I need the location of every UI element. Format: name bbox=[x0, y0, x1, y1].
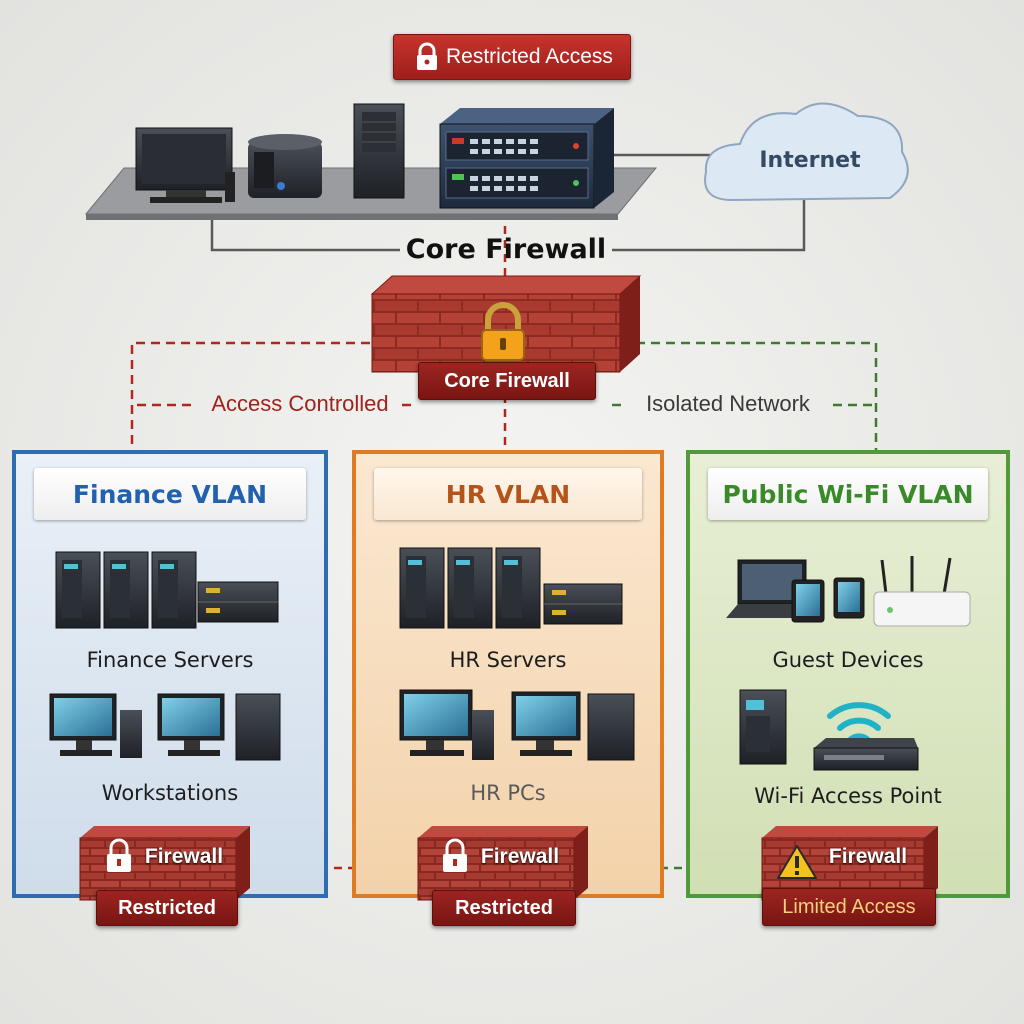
restricted-access-label: Restricted Access bbox=[446, 45, 613, 68]
hr-status-badge: Restricted bbox=[432, 890, 576, 926]
core-firewall-heading: Core Firewall bbox=[405, 234, 607, 265]
public-status-label: Limited Access bbox=[782, 896, 916, 918]
server-icon bbox=[399, 547, 541, 629]
internet-label: Internet bbox=[759, 148, 861, 173]
finance-firewall-label: Firewall bbox=[144, 845, 224, 868]
router-icon bbox=[873, 556, 971, 627]
finance-status-badge: Restricted bbox=[96, 890, 238, 926]
access-controlled-label: Access Controlled bbox=[211, 391, 389, 416]
router-icon bbox=[197, 581, 279, 623]
public-status-badge: Limited Access bbox=[762, 888, 936, 926]
hr-vlan-panel: HR VLAN bbox=[352, 450, 664, 898]
finance-status-label: Restricted bbox=[118, 897, 216, 919]
public-firewall-label: Firewall bbox=[828, 845, 908, 868]
hr-pcs-label: HR PCs bbox=[470, 781, 546, 805]
core-firewall-badge-label: Core Firewall bbox=[444, 370, 570, 392]
finance-devices bbox=[49, 551, 281, 761]
guest-devices-label: Guest Devices bbox=[772, 648, 924, 672]
core-firewall-badge: Core Firewall bbox=[418, 362, 596, 400]
tablet-icon bbox=[791, 577, 865, 623]
server-icon bbox=[55, 551, 197, 629]
wifi-icon bbox=[827, 702, 891, 743]
finance-vlan-panel: Finance VLAN bbox=[12, 450, 328, 898]
public-wifi-vlan-panel: Public Wi-Fi VLAN bbox=[686, 450, 1010, 898]
restricted-access-badge: Restricted Access bbox=[393, 34, 631, 80]
hr-vlan-title: HR VLAN bbox=[374, 468, 642, 520]
monitor-icon bbox=[49, 693, 281, 761]
server-icon bbox=[739, 689, 787, 765]
public-devices bbox=[726, 556, 971, 771]
workstations-label: Workstations bbox=[101, 781, 239, 805]
lock-icon bbox=[417, 42, 437, 70]
wifi-access-point-label: Wi-Fi Access Point bbox=[754, 784, 942, 808]
access-point-icon bbox=[813, 738, 919, 771]
isolated-network-label: Isolated Network bbox=[646, 391, 810, 416]
hr-devices bbox=[399, 547, 635, 761]
hr-servers-label: HR Servers bbox=[449, 648, 567, 672]
monitor-icon bbox=[399, 689, 635, 761]
hr-status-label: Restricted bbox=[455, 897, 553, 919]
public-wifi-vlan-title: Public Wi-Fi VLAN bbox=[708, 468, 988, 520]
hr-firewall-label: Firewall bbox=[480, 845, 560, 868]
finance-vlan-title: Finance VLAN bbox=[34, 468, 306, 520]
router-icon bbox=[543, 583, 623, 625]
finance-servers-label: Finance Servers bbox=[86, 648, 254, 672]
